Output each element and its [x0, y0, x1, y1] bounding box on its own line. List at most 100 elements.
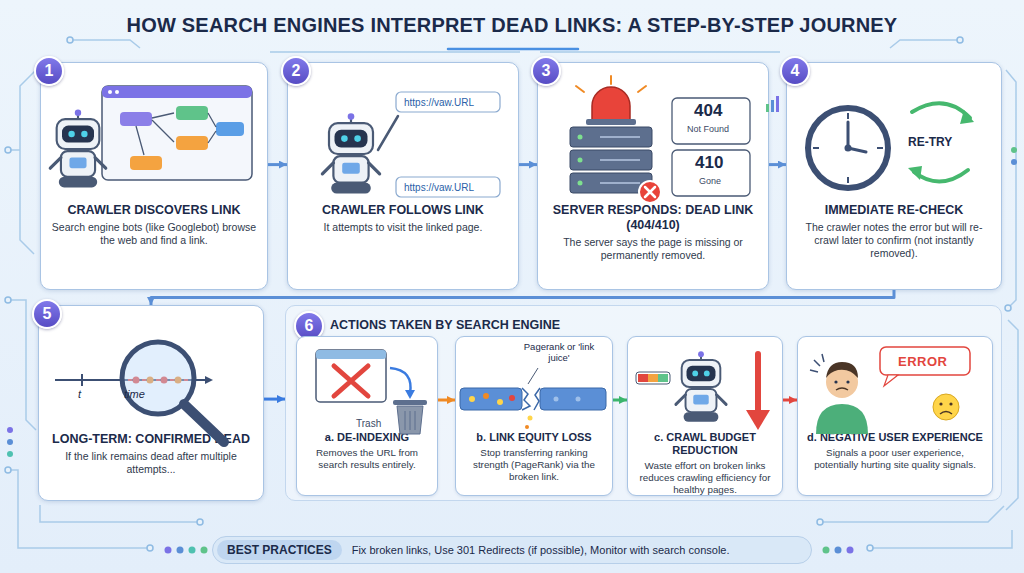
- action-heading: a. DE-INDEXING: [325, 431, 409, 444]
- crawl-budget-illustration: [648, 374, 658, 382]
- broken-pipe-illustration: [522, 388, 530, 410]
- flow-arrow: [438, 399, 455, 402]
- circuit-line: [540, 51, 780, 53]
- recheck-clock-illustration: [847, 122, 850, 148]
- server-error-illustration: [578, 135, 583, 140]
- circuit-line: [1006, 70, 1016, 308]
- confirmed-dead-illustration: [122, 342, 194, 414]
- flow-arrow: [268, 163, 287, 166]
- server-error-illustration: [576, 86, 584, 92]
- circuit-line: [1006, 320, 1018, 510]
- step-heading: IMMEDIATE RE-CHECK: [825, 203, 964, 218]
- server-error-illustration: [600, 182, 640, 184]
- user-frustration-illustration: [826, 362, 858, 378]
- deindex-illustration: [393, 400, 427, 405]
- crawl-budget-illustration: [638, 374, 648, 382]
- server-error-illustration: [638, 86, 646, 92]
- crawler-discovery-illustration: [136, 113, 216, 155]
- diagram-title: HOW SEARCH ENGINES INTERPRET DEAD LINKS:…: [0, 14, 1024, 37]
- recheck-clock-illustration: [845, 145, 852, 152]
- server-error-illustration: [639, 181, 661, 203]
- circuit-node: [867, 545, 873, 551]
- deindex-illustration: [316, 350, 386, 359]
- recheck-clock-illustration: [908, 166, 922, 180]
- signal-bars-icon: [776, 96, 779, 112]
- flow-arrow: [613, 399, 627, 402]
- deindex-illustration: [410, 411, 411, 430]
- broken-pipe-illustration: [540, 388, 606, 410]
- crawler-discovery-illustration: [102, 86, 252, 98]
- crawler-discovery-illustration: [50, 86, 252, 187]
- circuit-node: [147, 545, 153, 551]
- action-description: Signals a poor user experience, potentia…: [805, 447, 985, 471]
- crawl-budget-illustration: [636, 372, 670, 384]
- server-error-illustration: [600, 159, 640, 161]
- server-error-illustration: [570, 127, 652, 147]
- flow-arrow: [264, 398, 285, 401]
- user-frustration-illustration: [826, 366, 858, 398]
- recheck-clock-illustration: [914, 170, 968, 182]
- server-error-illustration: [672, 150, 750, 196]
- server-error-illustration: [570, 150, 652, 170]
- confirmed-dead-illustration: [128, 379, 190, 381]
- decor-dot: [823, 547, 830, 554]
- recheck-clock-illustration: [877, 147, 883, 149]
- step-heading: CRAWLER FOLLOWS LINK: [322, 203, 484, 218]
- crawler-discovery-illustration: [50, 110, 105, 188]
- action-description: Removes the URL from search results enti…: [304, 447, 430, 471]
- user-frustration-illustration: [949, 402, 952, 405]
- circuit-line: [890, 40, 960, 48]
- crawler-follow-illustration: [322, 113, 379, 193]
- deindex-illustration: [316, 350, 427, 434]
- circuit-line: [70, 40, 140, 48]
- server-error-illustration: [600, 136, 640, 138]
- recheck-clock-illustration: [912, 103, 970, 118]
- server-error-illustration: [586, 119, 636, 125]
- crawl-budget-illustration: [676, 351, 726, 422]
- title-underline: [448, 48, 578, 51]
- crawler-discovery-illustration: [176, 136, 208, 150]
- broken-pipe-illustration: [460, 388, 522, 410]
- step-number: 2: [281, 56, 311, 86]
- step-heading: LONG-TERM: CONFIRMED DEAD: [52, 432, 250, 447]
- server-error-illustration: [576, 76, 646, 92]
- crawler-discovery-illustration: [102, 86, 252, 180]
- decor-dot: [165, 547, 172, 554]
- recheck-clock-illustration: [847, 113, 849, 119]
- circuit-line: [8, 300, 36, 430]
- server-error-illustration: [672, 98, 750, 144]
- user-frustration-illustration: [810, 347, 970, 434]
- server-error-illustration: [570, 173, 652, 193]
- actions-group: 6ACTIONS TAKEN BY SEARCH ENGINEa. DE-IND…: [285, 305, 1002, 501]
- user-frustration-illustration: [940, 412, 952, 415]
- broken-pipe-illustration: [554, 397, 559, 402]
- step-heading: SERVER RESPONDS: DEAD LINK (404/410): [548, 203, 758, 233]
- circuit-node: [5, 297, 11, 303]
- step-number: 5: [32, 299, 62, 329]
- broken-pipe-illustration: [525, 425, 529, 429]
- user-frustration-illustration: [933, 394, 959, 420]
- confirmed-dead-illustration: [81, 374, 83, 386]
- confirmed-dead-illustration: [55, 379, 205, 381]
- user-frustration-illustration: [834, 380, 837, 383]
- crawler-discovery-illustration: [130, 156, 162, 170]
- step-card: 1CRAWLER DISCOVERS LINKSearch engine bot…: [40, 62, 268, 290]
- action-card: c. CRAWL BUDGET REDUCTIONWaste effort on…: [627, 336, 783, 496]
- circuit-line: [820, 506, 1004, 522]
- crawler-follow-illustration: [396, 92, 500, 112]
- circuit-node: [1005, 305, 1011, 311]
- server-error-illustration: [578, 158, 583, 163]
- circuit-line: [40, 505, 200, 522]
- circuit-node: [67, 37, 73, 43]
- broken-pipe-illustration: [528, 416, 533, 421]
- deindex-illustration: [405, 390, 415, 399]
- broken-pipe-illustration: [469, 396, 475, 402]
- user-frustration-illustration: [836, 388, 848, 390]
- band-text: Fix broken links, Use 301 Redirects (if …: [352, 544, 730, 556]
- user-frustration-illustration: [816, 404, 868, 434]
- broken-pipe-illustration: [534, 388, 540, 410]
- user-frustration-illustration: [810, 354, 824, 372]
- decor-dot: [201, 547, 208, 554]
